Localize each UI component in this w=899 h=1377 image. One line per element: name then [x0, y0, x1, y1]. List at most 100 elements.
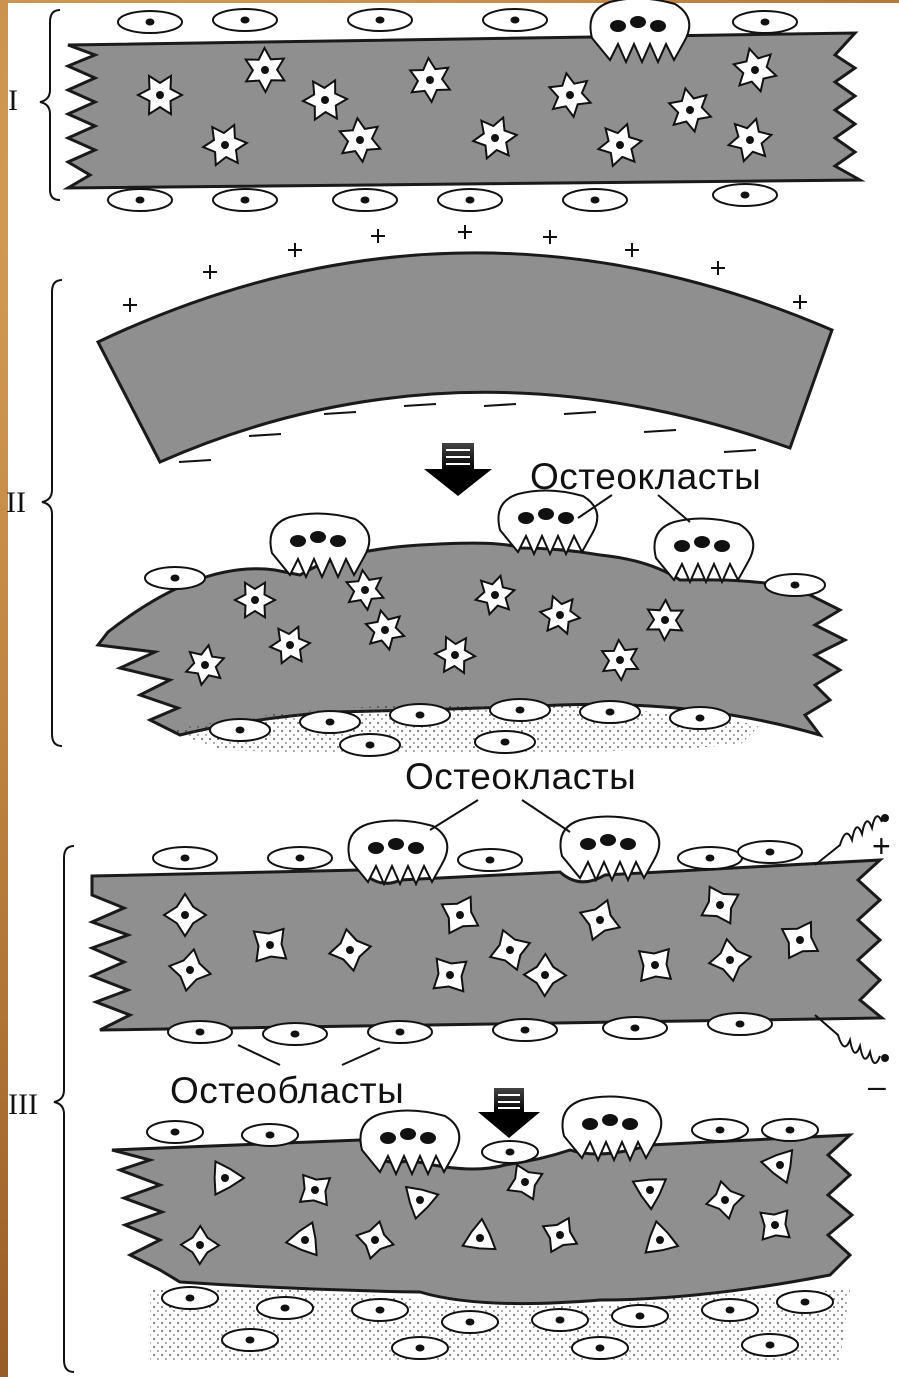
stage-1-bone-band: [68, 33, 860, 188]
osteocyte-nucleus: [656, 1236, 664, 1244]
osteocyte-nucleus: [196, 1241, 204, 1249]
osteocyte-nucleus: [661, 616, 669, 624]
osteoclast: [270, 513, 369, 577]
lining-cell-nucleus: [281, 1305, 290, 1312]
osteocyte-nucleus: [771, 1221, 779, 1229]
osteocyte-nucleus: [361, 586, 369, 594]
osteoclasts-label-lower: Остеокласты: [405, 756, 636, 798]
osteoclast: [348, 820, 447, 884]
osteoclast-nucleus: [310, 531, 326, 543]
lining-cell-nucleus: [241, 17, 250, 24]
osteoclast-nucleus: [620, 838, 636, 850]
minus-charge: [324, 412, 356, 414]
lining-cell-nucleus: [706, 855, 715, 862]
negative-electrode: [815, 1015, 889, 1063]
osteocyte-nucleus: [646, 1186, 654, 1194]
stage-2-arrow: [424, 443, 492, 496]
minus-charge: [484, 404, 516, 406]
osteoclast-nucleus: [368, 842, 384, 854]
lining-cell-nucleus: [396, 1029, 405, 1036]
osteoclast-nucleus: [650, 20, 666, 32]
osteoclast-nucleus: [580, 838, 596, 850]
minus-charge: [179, 460, 211, 462]
osteocyte-nucleus: [716, 901, 724, 909]
stage-3-arrow: [478, 1088, 540, 1138]
lining-cell-nucleus: [236, 727, 245, 734]
lining-cell-nucleus: [636, 1313, 645, 1320]
lining-cell-nucleus: [416, 1345, 425, 1352]
osteocyte-nucleus: [476, 1234, 484, 1242]
lining-cell-nucleus: [171, 1129, 180, 1136]
osteocyte-nucleus: [371, 1236, 379, 1244]
osteoclast-nucleus: [290, 535, 306, 547]
minus-sign-label: –: [868, 1068, 886, 1105]
osteoclast-nucleus: [602, 1114, 618, 1126]
stage-3-bone-band: [92, 860, 882, 1030]
osteoclasts-label-upper: Остеокласты: [530, 456, 761, 498]
osteocyte-nucleus: [721, 1196, 729, 1204]
minus-charge: [249, 434, 281, 436]
lining-cell-nucleus: [791, 582, 800, 589]
lining-cell-nucleus: [466, 197, 475, 204]
stage-2-bent-bone: [98, 253, 832, 462]
osteocyte-nucleus: [616, 656, 624, 664]
osteocyte-nucleus: [456, 911, 464, 919]
osteoclast-nucleus: [420, 1132, 436, 1144]
minus-charge: [724, 450, 756, 452]
stage-3-label: III: [8, 1088, 38, 1122]
osteocyte-nucleus: [186, 966, 194, 974]
minus-charge: [564, 412, 596, 414]
lining-cell-nucleus: [726, 1307, 735, 1314]
lining-cell-nucleus: [501, 739, 510, 746]
osteocyte-nucleus: [686, 106, 694, 114]
osteocyte-nucleus: [651, 961, 659, 969]
osteocyte-nucleus: [266, 941, 274, 949]
lining-cell-nucleus: [511, 17, 520, 24]
lining-cell-nucleus: [181, 855, 190, 862]
lining-cell-nucleus: [736, 1021, 745, 1028]
osteocyte-nucleus: [446, 971, 454, 979]
lining-cell-nucleus: [716, 1127, 725, 1134]
osteoclast: [562, 1096, 661, 1160]
lining-cell-nucleus: [766, 1342, 775, 1349]
osteocyte-nucleus: [321, 96, 329, 104]
osteocyte-nucleus: [251, 596, 259, 604]
osteoclast-nucleus: [538, 508, 554, 520]
osteoclast-nucleus: [330, 535, 346, 547]
osteoclast-nucleus: [622, 1118, 638, 1130]
stage-3-osteoblast-pointer-lines: [238, 1045, 380, 1065]
lining-cell-nucleus: [246, 1337, 255, 1344]
stage-3-bracket: [54, 846, 74, 1372]
osteocyte-nucleus: [616, 141, 624, 149]
osteocyte-nucleus: [261, 66, 269, 74]
lining-cell-nucleus: [786, 1127, 795, 1134]
osteoclast-nucleus: [408, 842, 424, 854]
lining-cell-nucleus: [291, 1031, 300, 1038]
osteoclast-nucleus: [630, 16, 646, 28]
lining-cell-nucleus: [416, 712, 425, 719]
lining-cell-nucleus: [801, 1299, 810, 1306]
osteocyte-nucleus: [491, 591, 499, 599]
minus-charge: [644, 430, 676, 432]
osteoclast-nucleus: [600, 834, 616, 846]
osteoclast-nucleus: [714, 540, 730, 552]
lining-cell-nucleus: [376, 1307, 385, 1314]
osteocyte-nucleus: [221, 141, 229, 149]
osteoclast: [560, 816, 659, 880]
lining-cell-nucleus: [516, 707, 525, 714]
stage-2-bracket: [42, 280, 62, 746]
osteocyte-nucleus: [416, 1196, 424, 1204]
osteocyte-nucleus: [426, 76, 434, 84]
lining-cell-nucleus: [506, 1149, 515, 1156]
lining-cell-nucleus: [146, 19, 155, 26]
osteoclast-nucleus: [582, 1118, 598, 1130]
osteoclast-nucleus: [380, 1132, 396, 1144]
osteocyte-nucleus: [356, 136, 364, 144]
osteocyte-nucleus: [751, 66, 759, 74]
osteoblasts-label: Остеобласты: [170, 1070, 404, 1112]
lining-cell-nucleus: [556, 1317, 565, 1324]
lining-cell-nucleus: [696, 715, 705, 722]
lining-cell-nucleus: [171, 575, 180, 582]
osteoclast: [360, 1110, 459, 1174]
osteocyte-nucleus: [726, 956, 734, 964]
